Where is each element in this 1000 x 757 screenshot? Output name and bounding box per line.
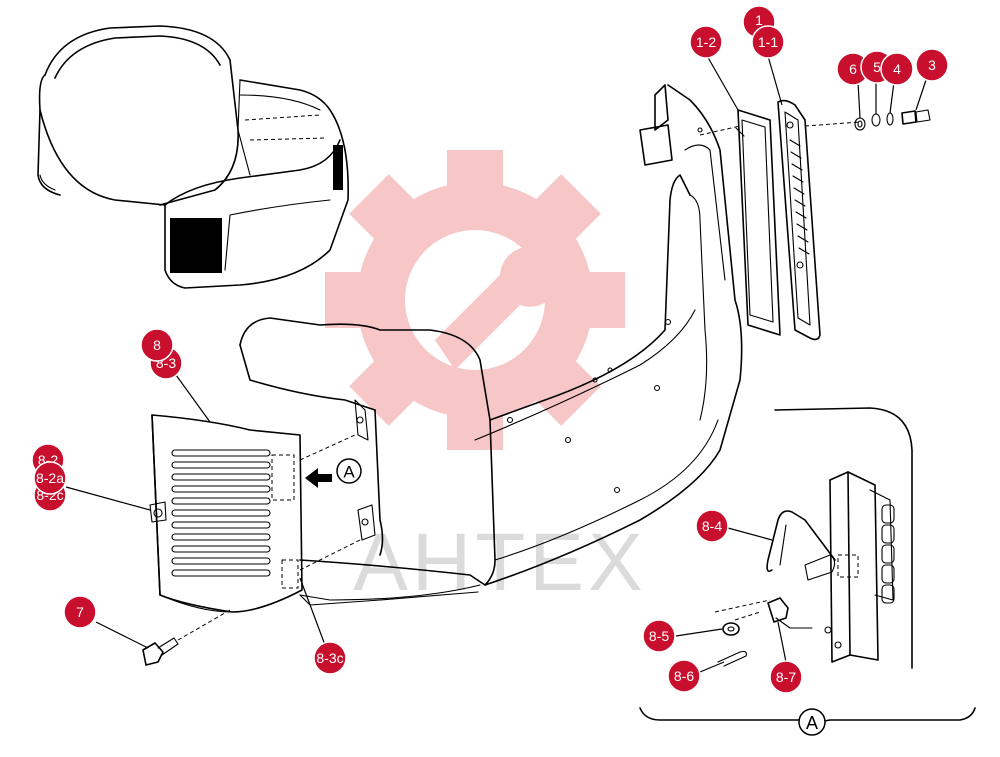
callout-8-4[interactable]: 8-4 [695, 509, 729, 543]
detail-a-marker-upper: A [343, 463, 355, 482]
callout-3[interactable]: 3 [915, 48, 949, 82]
tractor-overview-sketch [37, 25, 349, 289]
callout-8-5[interactable]: 8-5 [642, 619, 676, 653]
callout-1-2[interactable]: 1-2 [689, 25, 723, 59]
detail-a-view: A [639, 407, 976, 736]
screen-mount-line [699, 121, 861, 136]
hood-main-body [239, 84, 743, 606]
callout-4[interactable]: 4 [880, 52, 914, 86]
callout-8-3c[interactable]: 8-3c [313, 641, 347, 675]
callout-1-1[interactable]: 1-1 [751, 25, 785, 59]
grille-screen-1-2 [735, 109, 781, 336]
detail-a-marker-lower: A [806, 713, 818, 733]
side-panel-part-8 [149, 414, 361, 613]
callout-8-2a[interactable]: 8-2a [33, 461, 67, 495]
watermark-gear-logo [325, 150, 625, 450]
panel-louvers [171, 449, 271, 577]
leader-lines [65, 53, 927, 673]
hardware-washers-bolt [854, 109, 931, 131]
bolt-part-7 [142, 609, 231, 666]
detail-a-arrow: A [305, 458, 362, 488]
callout-7[interactable]: 7 [63, 595, 97, 629]
hinge-knuckles [881, 504, 895, 604]
callout-8-7[interactable]: 8-7 [769, 660, 803, 694]
callout-8-6[interactable]: 8-6 [667, 659, 701, 693]
watermark-text: AHTEX [353, 517, 646, 608]
grille-screen-1-1 [777, 99, 821, 341]
callout-8[interactable]: 8 [140, 328, 174, 362]
